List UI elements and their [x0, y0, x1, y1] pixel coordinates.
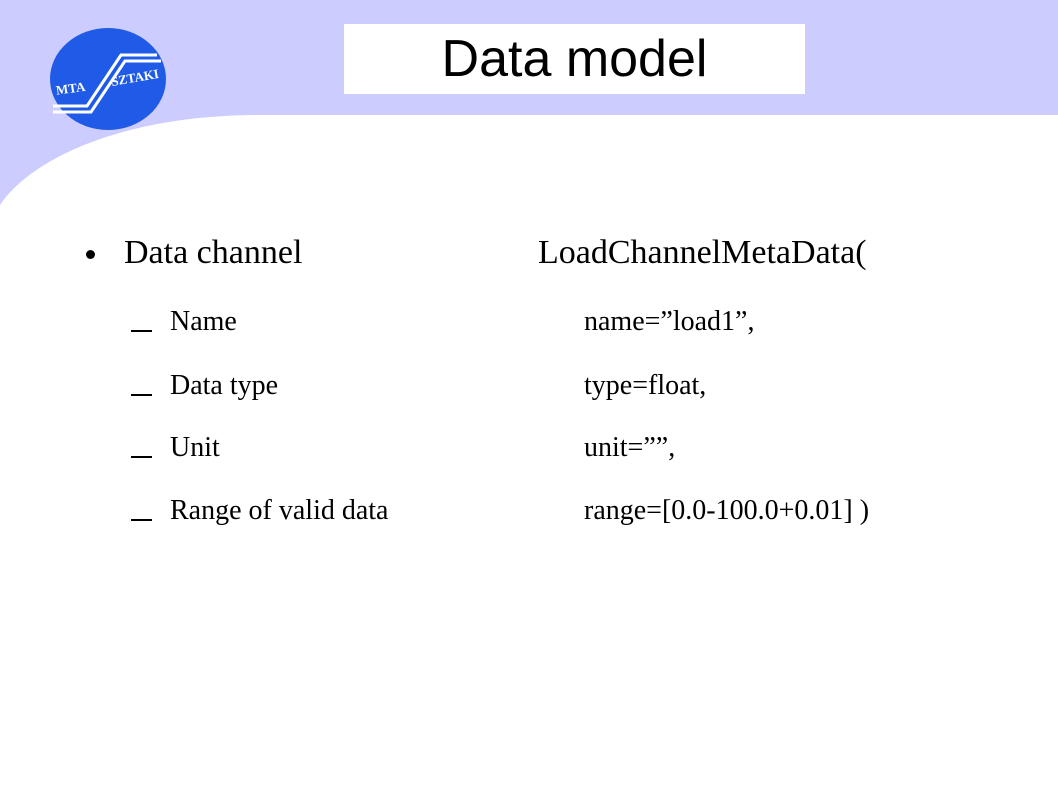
svg-text:MTA: MTA	[55, 79, 87, 98]
sub-item-label: Data type	[170, 370, 279, 401]
bullet-dot-icon	[86, 250, 95, 259]
mta-sztaki-logo: MTA SZTAKI	[50, 28, 166, 130]
code-line: unit=””,	[584, 432, 676, 463]
dash-icon	[131, 394, 152, 396]
dash-icon	[131, 456, 152, 458]
slide-title: Data model	[441, 30, 708, 88]
code-line: range=[0.0-100.0+0.01] )	[584, 495, 870, 526]
sub-item-label: Unit	[170, 432, 220, 463]
code-header: LoadChannelMetaData(	[538, 234, 867, 271]
title-box: Data model	[344, 24, 805, 94]
code-line: type=float,	[584, 370, 707, 401]
code-line: name=”load1”,	[584, 306, 755, 337]
sub-item-label: Name	[170, 306, 237, 337]
sub-item-label: Range of valid data	[170, 495, 389, 526]
dash-icon	[131, 519, 152, 521]
dash-icon	[131, 330, 152, 332]
main-item-label: Data channel	[124, 234, 303, 271]
